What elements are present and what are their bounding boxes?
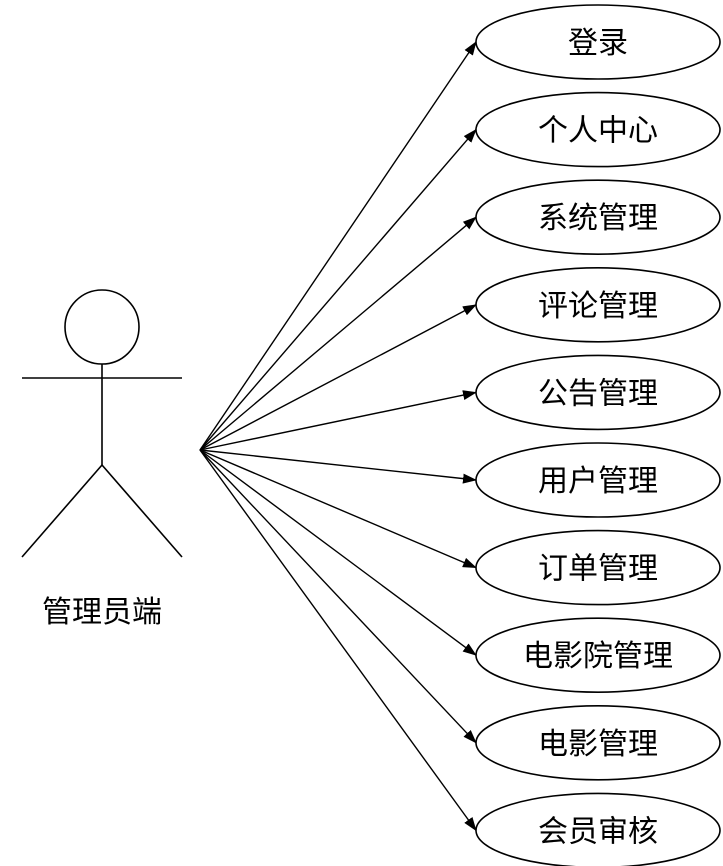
use-case-label: 个人中心 [538, 114, 658, 149]
use-case: 评论管理 [475, 266, 721, 343]
use-case-ellipse [475, 792, 721, 866]
use-case: 电影院管理 [475, 617, 721, 694]
actor: 管理员端 [21, 289, 183, 630]
use-case-ellipse [475, 529, 721, 606]
use-case: 登录 [475, 4, 721, 80]
use-case-label: 登录 [568, 26, 628, 61]
use-case-label: 评论管理 [538, 289, 658, 324]
use-case: 公告管理 [475, 354, 721, 431]
associations [199, 41, 477, 832]
use-case-ellipse [475, 4, 721, 80]
use-case-ellipse [475, 442, 721, 518]
use-case-label: 系统管理 [538, 201, 658, 236]
actor-left-leg [21, 464, 103, 558]
use-case-ellipse [475, 179, 721, 255]
association-arrow [199, 41, 477, 451]
use-case: 系统管理 [475, 179, 721, 255]
association-arrow [199, 449, 477, 656]
actor-label: 管理员端 [42, 595, 162, 630]
actor-right-leg [101, 464, 183, 558]
use-case-ellipse [475, 617, 721, 694]
use-case-label: 用户管理 [538, 464, 658, 499]
association-arrow [199, 449, 477, 744]
use-case: 个人中心 [475, 91, 721, 168]
stick-figure-actor-icon [21, 289, 183, 558]
association-arrow [199, 128, 477, 451]
actor-head [64, 289, 140, 365]
association-arrow [199, 304, 477, 451]
use-case-ellipse [475, 354, 721, 431]
use-case-label: 公告管理 [538, 376, 658, 411]
use-case: 用户管理 [475, 442, 721, 518]
use-case-label: 订单管理 [538, 552, 658, 587]
association-arrow [199, 390, 477, 451]
association-arrow [199, 216, 477, 451]
use-case-ellipse [475, 704, 721, 781]
use-case-ellipse [475, 91, 721, 168]
use-case-label: 电影院管理 [523, 639, 673, 674]
use-case: 订单管理 [475, 529, 721, 606]
use-case-ellipse [475, 266, 721, 343]
association-arrow [199, 449, 477, 832]
association-arrow [199, 449, 477, 569]
use-case-label: 会员审核 [538, 814, 658, 849]
use-case: 电影管理 [475, 704, 721, 781]
association-arrow [199, 449, 477, 484]
use-case-label: 电影管理 [538, 727, 658, 762]
use-case: 会员审核 [475, 792, 721, 866]
